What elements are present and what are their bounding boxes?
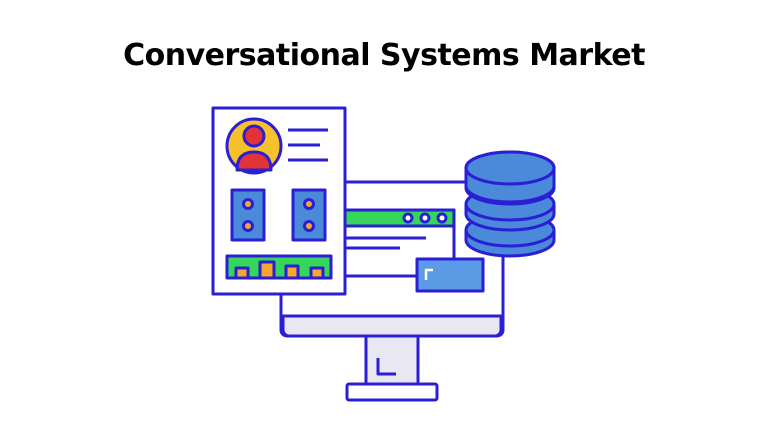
page-title: Conversational Systems Market: [123, 38, 645, 73]
database-icon: [464, 150, 556, 258]
profile-document-icon: [211, 106, 347, 296]
browser-window-icon: [328, 208, 485, 293]
